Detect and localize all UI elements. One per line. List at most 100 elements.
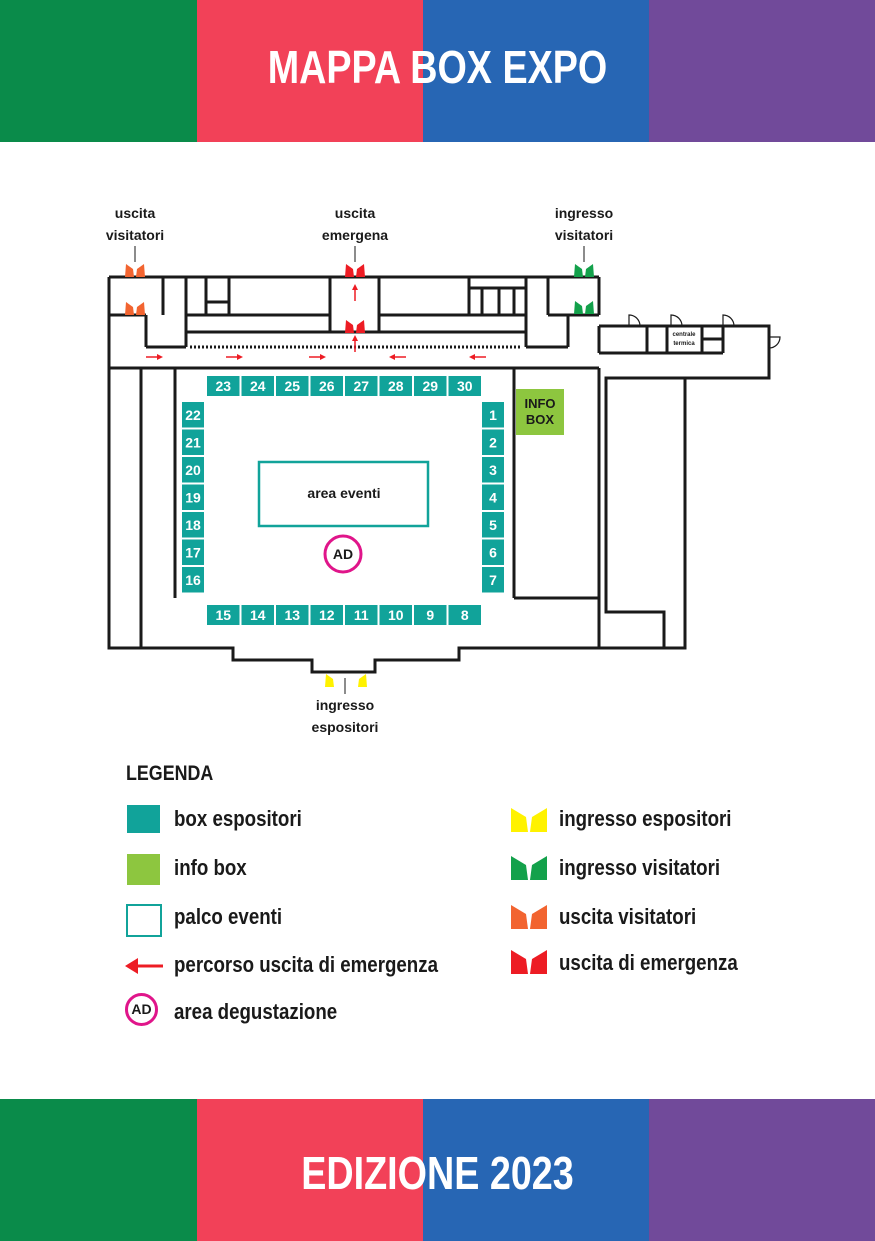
booth-box: [182, 539, 204, 565]
booth-number: 17: [185, 544, 201, 560]
area-eventi-stage: [257, 460, 430, 528]
booth-number: 12: [319, 607, 335, 623]
booth-28: 28: [379, 376, 412, 396]
booth-number: 20: [185, 462, 201, 478]
uscita-emergenza-icon: [345, 320, 365, 333]
booth-box: [448, 376, 481, 396]
booth-box: [276, 605, 309, 625]
footer-band: [0, 1099, 875, 1241]
booth-box: [482, 539, 504, 565]
info-box: INFO BOX: [516, 389, 564, 435]
booth-box: [482, 567, 504, 593]
booth-7: 7: [482, 567, 504, 593]
booth-3: 3: [482, 457, 504, 483]
booth-26: 26: [310, 376, 343, 396]
booth-box: [482, 512, 504, 538]
booth-22: 22: [182, 402, 204, 428]
uscita-emergenza-icon: [345, 264, 365, 277]
booth-number: 24: [250, 378, 266, 394]
band-red: [197, 0, 423, 142]
booth-14: 14: [241, 605, 274, 625]
booth-9: 9: [414, 605, 447, 625]
booth-box: [182, 429, 204, 455]
label-line: emergena: [322, 227, 388, 243]
booth-number: 30: [457, 378, 473, 394]
ingresso-visitatori-icon: [574, 264, 594, 277]
booth-number: 7: [489, 572, 497, 588]
edition-title: EDIZIONE 2023: [301, 1147, 574, 1199]
booth-box: [182, 402, 204, 428]
booth-6: 6: [482, 539, 504, 565]
booth-2: 2: [482, 429, 504, 455]
label-line: ingresso: [316, 697, 374, 713]
booth-number: 4: [489, 489, 497, 505]
booth-number: 15: [215, 607, 231, 623]
ingresso-espositori-icon: [325, 674, 334, 687]
booth-18: 18: [182, 512, 204, 538]
info-box-label: BOX: [526, 412, 555, 427]
booth-box: [182, 567, 204, 593]
area-degustazione-label: AD: [333, 546, 353, 562]
door-label-uscita-emergenza: uscita emergena: [322, 205, 388, 243]
booth-12: 12: [310, 605, 343, 625]
booth-number: 3: [489, 462, 497, 478]
door-swings: [628, 314, 781, 349]
booth-15: 15: [207, 605, 240, 625]
band-green: [0, 1099, 197, 1241]
booth-box: [414, 376, 447, 396]
label-line: uscita: [115, 205, 156, 221]
booth-box: [482, 402, 504, 428]
emergency-arrows: [146, 284, 486, 360]
booth-box: [182, 457, 204, 483]
booth-17: 17: [182, 539, 204, 565]
booth-number: 22: [185, 407, 201, 423]
page-title: MAPPA BOX EXPO: [267, 41, 608, 93]
booth-box: [241, 376, 274, 396]
booth-number: 8: [461, 607, 469, 623]
door-label-ingresso-espositori: ingresso espositori: [312, 697, 379, 735]
area-degustazione-badge: [323, 534, 363, 574]
booth-27: 27: [345, 376, 378, 396]
door-label-uscita-visitatori: uscita visitatori: [106, 205, 164, 243]
booth-box: [482, 484, 504, 510]
booth-box: [345, 605, 378, 625]
info-box-label: INFO: [524, 396, 555, 411]
booth-box: [448, 605, 481, 625]
band-blue: [423, 1099, 649, 1241]
label-line: visitatori: [106, 227, 164, 243]
label-line: uscita: [335, 205, 376, 221]
booth-30: 30: [448, 376, 481, 396]
booth-box: [379, 605, 412, 625]
band-purple: [649, 1099, 875, 1241]
booth-number: 18: [185, 517, 201, 533]
booth-box: [182, 484, 204, 510]
label-line: ingresso: [555, 205, 613, 221]
ingresso-espositori-icon: [358, 674, 367, 687]
booth-4: 4: [482, 484, 504, 510]
area-eventi-label: area eventi: [307, 485, 380, 501]
booth-number: 26: [319, 378, 335, 394]
band-blue: [423, 0, 649, 142]
booth-box: [207, 376, 240, 396]
booth-number: 5: [489, 517, 497, 533]
booth-11: 11: [345, 605, 378, 625]
booth-13: 13: [276, 605, 309, 625]
booth-box: [379, 376, 412, 396]
booth-1: 1: [482, 402, 504, 428]
booth-number: 28: [388, 378, 404, 394]
booth-box: [482, 457, 504, 483]
booth-number: 21: [185, 434, 201, 450]
booth-8: 8: [448, 605, 481, 625]
booth-19: 19: [182, 484, 204, 510]
band-red: [197, 1099, 423, 1241]
booth-number: 11: [354, 607, 369, 623]
booth-16: 16: [182, 567, 204, 593]
booth-number: 6: [489, 544, 497, 560]
booth-20: 20: [182, 457, 204, 483]
booth-number: 25: [284, 378, 300, 394]
centrale-termica-label: termica: [673, 341, 695, 347]
booth-box: [182, 512, 204, 538]
booth-box: [207, 605, 240, 625]
